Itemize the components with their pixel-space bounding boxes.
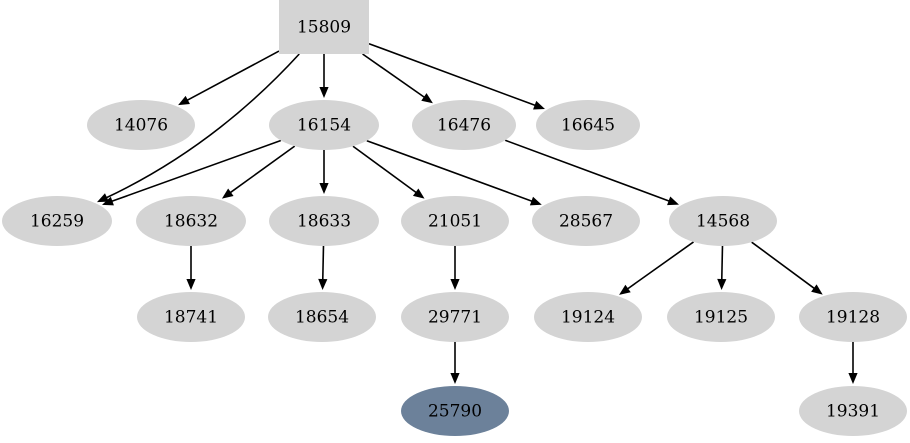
edge — [366, 139, 542, 206]
node-ellipse[interactable] — [2, 196, 112, 246]
edge — [619, 241, 695, 295]
graph-node[interactable]: 29771 — [401, 292, 509, 342]
edge — [362, 53, 433, 104]
graph-node[interactable]: 14076 — [87, 100, 195, 150]
node-ellipse[interactable] — [269, 100, 379, 150]
node-ellipse[interactable] — [268, 292, 376, 342]
edge — [717, 245, 727, 291]
edge — [221, 145, 296, 199]
edge — [450, 246, 460, 290]
graph-node[interactable]: 16154 — [269, 100, 379, 150]
node-ellipse[interactable] — [799, 292, 907, 342]
graph-node[interactable]: 28567 — [532, 196, 640, 246]
node-ellipse[interactable] — [532, 196, 640, 246]
node-ellipse[interactable] — [87, 100, 195, 150]
edge — [96, 53, 300, 203]
edge — [319, 54, 329, 98]
edge — [178, 50, 280, 106]
edge — [102, 139, 282, 206]
edges-layer — [96, 42, 858, 384]
graph-node[interactable]: 19128 — [799, 292, 907, 342]
node-ellipse[interactable] — [536, 100, 640, 150]
node-ellipse[interactable] — [669, 196, 777, 246]
edge — [368, 42, 545, 110]
node-ellipse[interactable] — [269, 196, 379, 246]
node-ellipse[interactable] — [401, 292, 509, 342]
graph-node[interactable]: 16259 — [2, 196, 112, 246]
node-ellipse[interactable] — [799, 386, 907, 436]
node-ellipse[interactable] — [667, 292, 775, 342]
graph-node[interactable]: 18632 — [136, 196, 246, 246]
graph-node[interactable]: 25790 — [401, 386, 509, 436]
graph-node[interactable]: 21051 — [401, 196, 509, 246]
edge — [319, 150, 329, 194]
graph-node[interactable]: 15809 — [279, 0, 369, 54]
graph-node[interactable]: 18654 — [268, 292, 376, 342]
edge — [186, 246, 196, 290]
edge — [450, 342, 460, 384]
node-ellipse-highlighted[interactable] — [401, 386, 509, 436]
edge — [848, 342, 858, 384]
graph-node[interactable]: 19391 — [799, 386, 907, 436]
graph-node[interactable]: 16476 — [412, 100, 516, 150]
graph-node[interactable]: 18741 — [137, 292, 245, 342]
graph-node[interactable]: 19125 — [667, 292, 775, 342]
edge — [318, 245, 328, 291]
edge — [504, 139, 679, 206]
graph-node[interactable]: 16645 — [536, 100, 640, 150]
node-ellipse[interactable] — [412, 100, 516, 150]
node-ellipse[interactable] — [401, 196, 509, 246]
node-ellipse[interactable] — [136, 196, 246, 246]
node-rect[interactable] — [279, 0, 369, 54]
graph-node[interactable]: 18633 — [269, 196, 379, 246]
edge — [751, 241, 823, 295]
node-ellipse[interactable] — [534, 292, 642, 342]
graph-node[interactable]: 14568 — [669, 196, 777, 246]
edge — [352, 145, 425, 199]
graph-node[interactable]: 19124 — [534, 292, 642, 342]
node-ellipse[interactable] — [137, 292, 245, 342]
